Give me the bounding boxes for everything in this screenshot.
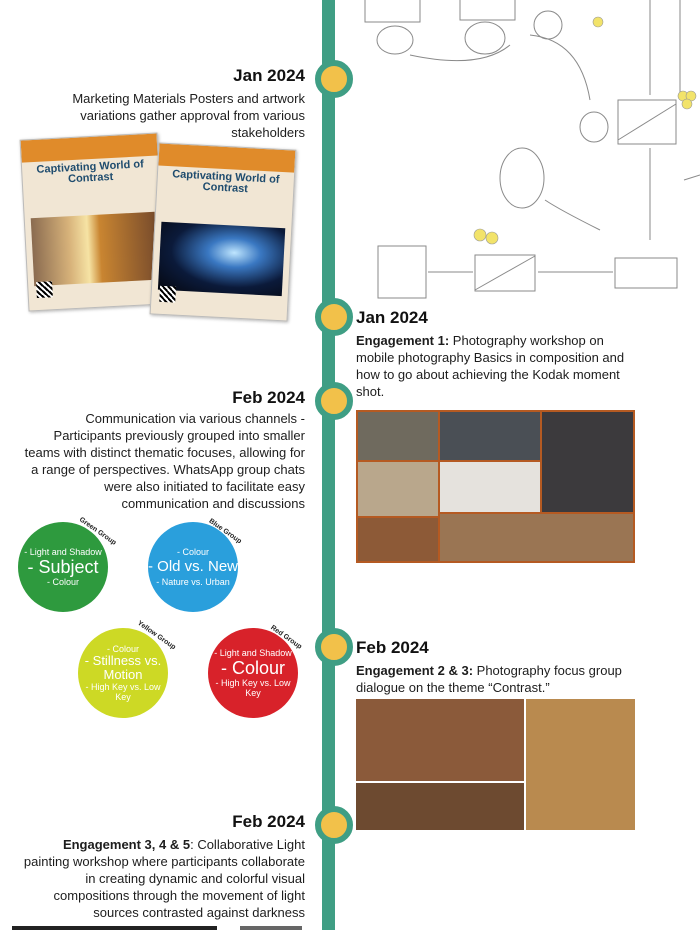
- green-group-circle: - Light and Shadow - Subject - Colour: [18, 522, 108, 612]
- entry2-bold: Engagement 1:: [356, 333, 450, 348]
- photo-tile: [358, 518, 438, 561]
- group-topic-bottom: - High Key vs. Low Key: [85, 682, 161, 702]
- timeline-node-4: [315, 628, 353, 666]
- group-topic-main: - Subject: [27, 557, 99, 577]
- qr-code-icon: [159, 285, 177, 303]
- entry2-date: Jan 2024: [356, 308, 428, 327]
- workshop-photo-collage: [356, 410, 635, 563]
- photo-tile: [440, 514, 633, 561]
- photo-strip-edge: [240, 926, 302, 930]
- photo-tile: [440, 412, 540, 460]
- photo-tile: [440, 462, 540, 512]
- group-topic-main: - Colour: [220, 658, 286, 678]
- red-group-circle: - Light and Shadow - Colour - High Key v…: [208, 628, 298, 718]
- timeline-node-2: [315, 298, 353, 336]
- qr-code-icon: [36, 281, 53, 299]
- group-topic-bottom: - Colour: [46, 577, 79, 587]
- entry4-date: Feb 2024: [356, 638, 429, 657]
- entry2-text: Photography workshop on mobile photograp…: [356, 333, 625, 399]
- process-sketch: [364, 0, 700, 299]
- photo-tile: [542, 412, 633, 512]
- photo-strip-edge: [12, 926, 217, 930]
- entry3-date: Feb 2024: [232, 388, 305, 407]
- entry4-text: Photography focus group dialogue on the …: [356, 663, 622, 695]
- photo-tile: [356, 699, 524, 781]
- entry3-description: Communication via various channels - Par…: [24, 411, 305, 511]
- entry1-description: Marketing Materials Posters and artwork …: [72, 91, 305, 140]
- timeline-node-5: [315, 806, 353, 844]
- poster-photo: [157, 221, 286, 297]
- group-topic-main: - Stillness vs. Motion: [84, 653, 162, 682]
- group-topic-top: - Colour: [176, 547, 209, 557]
- entry5-date: Feb 2024: [232, 812, 305, 831]
- group-topic-top: - Colour: [106, 644, 139, 654]
- photo-tile: [356, 783, 524, 830]
- group-topic-bottom: - Nature vs. Urban: [156, 577, 230, 587]
- timeline-line: [322, 0, 335, 930]
- entry5-text: : Collaborative Light painting workshop …: [23, 837, 305, 920]
- yellow-group-circle: - Colour - Stillness vs. Motion - High K…: [78, 628, 168, 718]
- poster-2: Captivating World of Contrast: [149, 142, 297, 322]
- timeline-node-1: [315, 60, 353, 98]
- blue-group-circle: - Colour - Old vs. New - Nature vs. Urba…: [148, 522, 238, 612]
- poster-1: Captivating World of Contrast: [19, 132, 167, 312]
- entry4-description: Engagement 2 & 3: Photography focus grou…: [356, 662, 636, 696]
- timeline-node-3: [315, 382, 353, 420]
- entry5-bold: Engagement 3, 4 & 5: [62, 837, 191, 852]
- poster-photo: [30, 211, 159, 287]
- entry4-bold: Engagement 2 & 3:: [356, 663, 474, 678]
- group-topic-bottom: - High Key vs. Low Key: [215, 678, 291, 698]
- photo-tile: [526, 699, 635, 830]
- group-topic-top: - Light and Shadow: [214, 648, 292, 658]
- focus-group-photo-collage: [356, 699, 635, 830]
- entry5-description: Engagement 3, 4 & 5: Collaborative Light…: [15, 836, 305, 921]
- photo-tile: [358, 412, 438, 460]
- entry2-description: Engagement 1: Photography workshop on mo…: [356, 332, 636, 400]
- group-topic-top: - Light and Shadow: [24, 547, 102, 557]
- group-topic-main: - Old vs. New: [148, 558, 239, 575]
- photo-tile: [358, 462, 438, 516]
- entry1-date: Jan 2024: [233, 66, 305, 85]
